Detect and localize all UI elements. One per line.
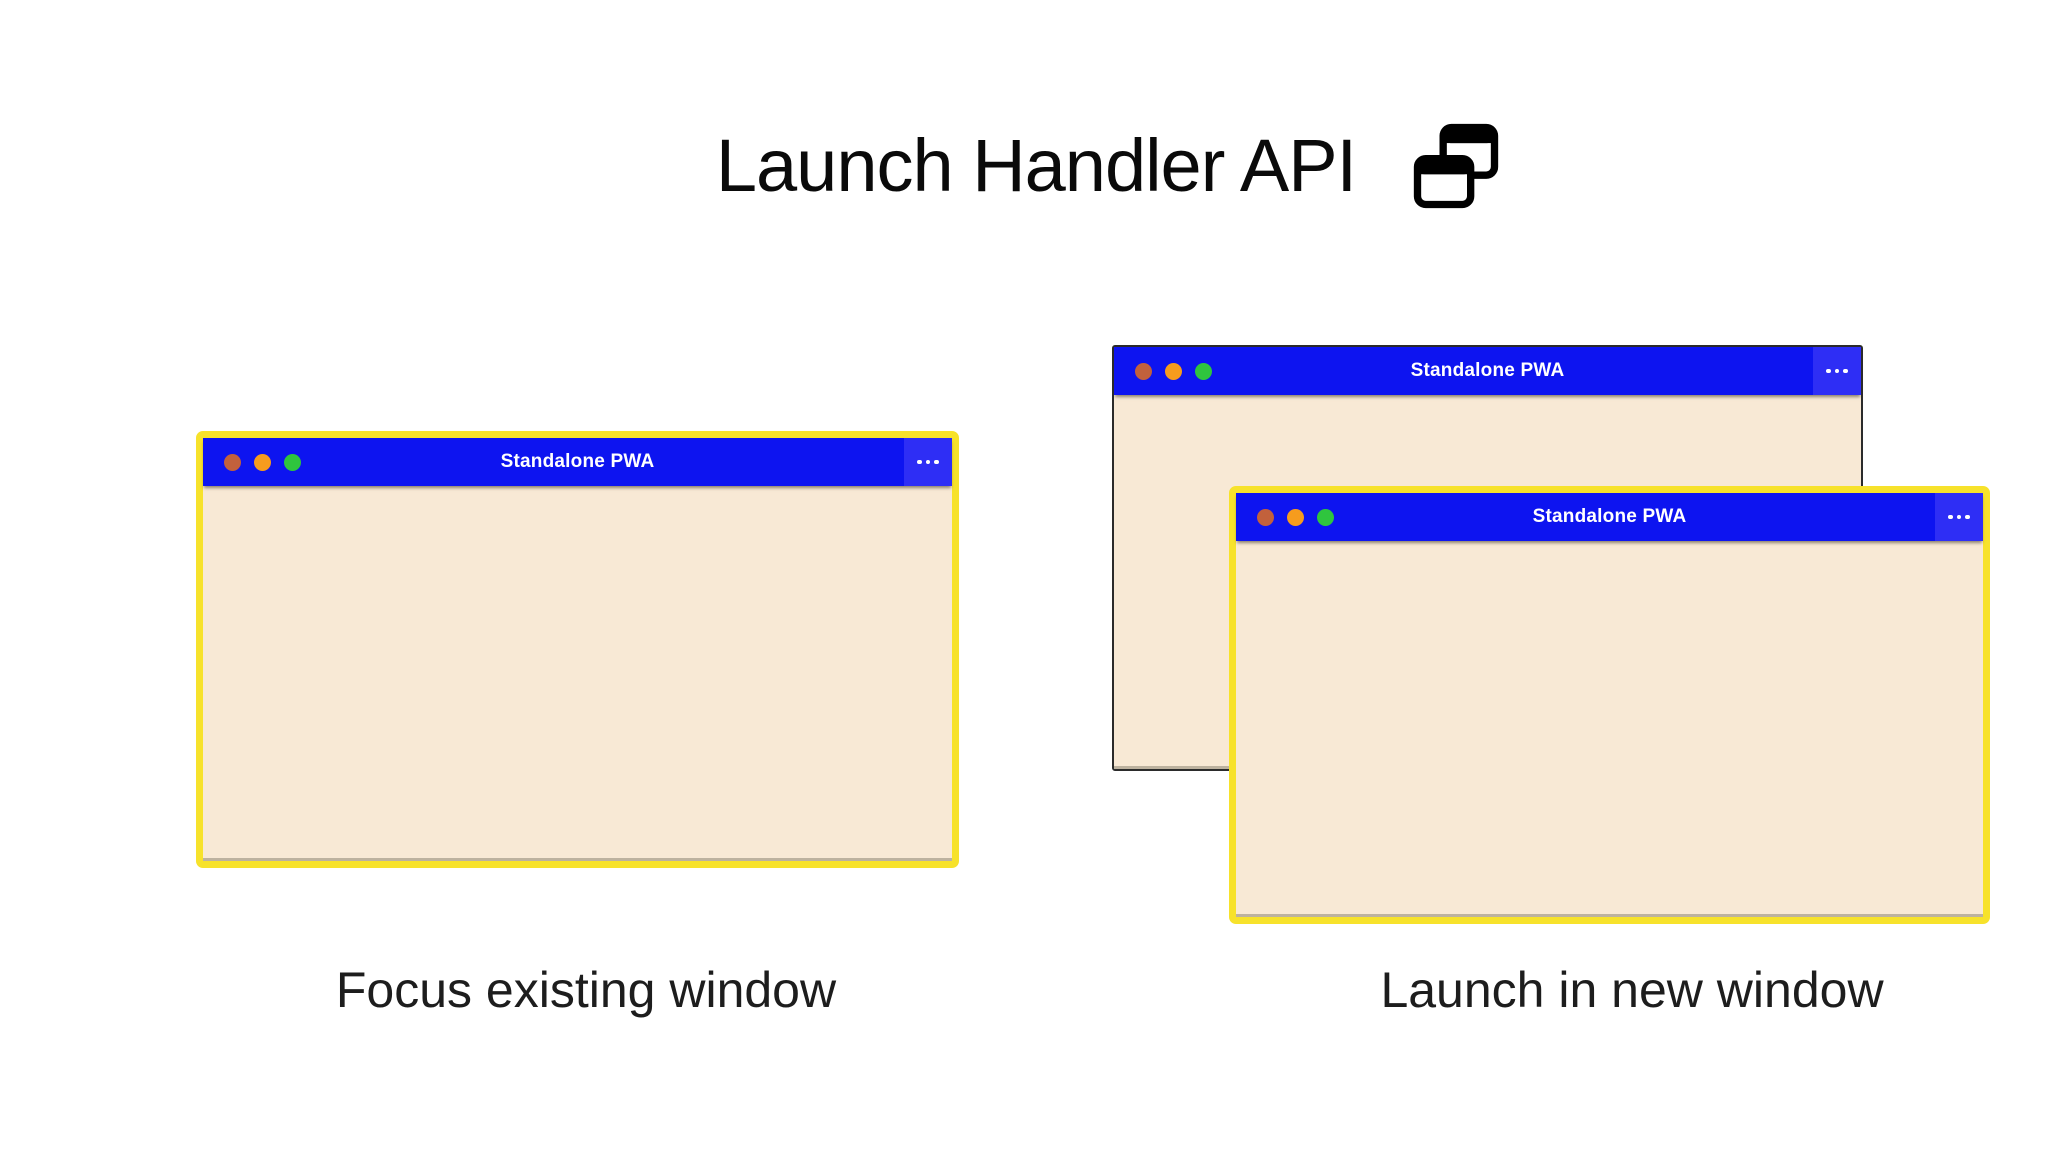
titlebar[interactable]: Standalone PWA [1236,493,1983,541]
caption-launch-new: Launch in new window [1380,962,1884,1018]
more-options-button[interactable] [1813,347,1861,395]
window-title: Standalone PWA [1410,360,1565,381]
new-pwa-window: Standalone PWA [1229,486,1990,924]
window-content [203,486,952,861]
caption-focus-existing: Focus existing window [335,962,837,1018]
close-button[interactable] [224,453,241,471]
ellipsis-icon [917,459,939,465]
window-title: Standalone PWA [1532,506,1687,527]
traffic-lights [224,438,301,486]
titlebar[interactable]: Standalone PWA [203,438,952,486]
minimize-button[interactable] [254,453,271,471]
window-content [1236,541,1983,917]
minimize-button[interactable] [1287,508,1304,526]
page-title: Launch Handler API [715,124,1357,207]
overlapping-windows-icon [1412,122,1500,210]
more-options-button[interactable] [1935,493,1983,541]
close-button[interactable] [1257,508,1274,526]
close-button[interactable] [1135,362,1152,380]
maximize-button[interactable] [1317,508,1334,526]
traffic-lights [1135,347,1212,395]
more-options-button[interactable] [904,438,952,486]
window-title: Standalone PWA [500,451,655,472]
existing-pwa-window: Standalone PWA [196,431,959,868]
ellipsis-icon [1826,368,1848,374]
maximize-button[interactable] [284,453,301,471]
header: Launch Handler API [84,118,2048,214]
ellipsis-icon [1948,514,1970,520]
traffic-lights [1257,493,1334,541]
minimize-button[interactable] [1165,362,1182,380]
maximize-button[interactable] [1195,362,1212,380]
titlebar[interactable]: Standalone PWA [1114,347,1861,395]
